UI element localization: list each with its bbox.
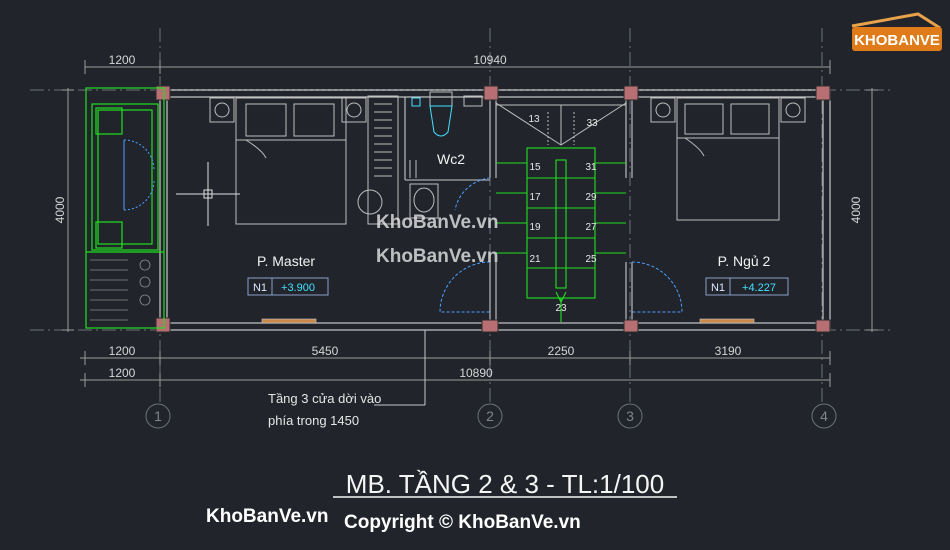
interior-walls bbox=[404, 97, 633, 323]
wardrobe bbox=[357, 95, 399, 225]
bed-2 bbox=[650, 97, 806, 221]
dim-left-height: 4000 bbox=[53, 196, 67, 223]
axis-grid-lines bbox=[30, 28, 890, 405]
watermark-bottom: KhoBanVe.vn bbox=[206, 506, 328, 527]
axis-label-2: 2 bbox=[486, 408, 494, 424]
logo-roof-icon bbox=[851, 12, 941, 30]
dim-bottom-seg2: 5450 bbox=[312, 344, 339, 358]
windows bbox=[261, 318, 755, 324]
axis-label-4: 4 bbox=[820, 408, 828, 424]
wc-fixtures bbox=[409, 91, 483, 219]
stair-step-31: 31 bbox=[585, 162, 597, 173]
copyright-text: Copyright © KhoBanVe.vn bbox=[344, 512, 581, 533]
balcony-doors bbox=[123, 139, 155, 211]
dim-bottom2-total: 10890 bbox=[459, 366, 493, 380]
watermark-1: KhoBanVe.vn bbox=[376, 212, 498, 233]
stair-step-15: 15 bbox=[529, 162, 541, 173]
watermark-2: KhoBanVe.vn bbox=[376, 246, 498, 267]
level-tag-bed2: N1 +4.227 bbox=[705, 277, 789, 296]
stair-step-23: 23 bbox=[555, 303, 567, 314]
planter-pattern bbox=[90, 259, 151, 321]
balcony-planter bbox=[85, 87, 165, 329]
dim-top-left: 1200 bbox=[109, 53, 136, 67]
level-tag-master-code: N1 bbox=[253, 282, 267, 294]
note-leader bbox=[374, 330, 426, 406]
khobanve-logo: KHOBANVE bbox=[851, 12, 942, 51]
note-line-2: phía trong 1450 bbox=[268, 413, 359, 428]
dim-right-height: 4000 bbox=[849, 196, 863, 223]
stair-step-33: 33 bbox=[586, 118, 598, 129]
dim-bottom-seg1: 1200 bbox=[109, 344, 136, 358]
stair-step-25: 25 bbox=[585, 254, 597, 265]
structural-columns bbox=[155, 85, 831, 333]
level-tag-bed2-code: N1 bbox=[711, 282, 725, 294]
axis-label-3: 3 bbox=[626, 408, 634, 424]
stair-step-27: 27 bbox=[585, 222, 597, 233]
axis-bubbles bbox=[145, 403, 837, 429]
dim-bottom-seg3: 2250 bbox=[548, 344, 575, 358]
stair-lines-grey bbox=[495, 102, 627, 146]
door-swings bbox=[439, 177, 683, 313]
stair-step-labels: 13 33 15 31 17 29 19 27 21 25 23 bbox=[528, 114, 598, 314]
axis-label-1: 1 bbox=[154, 408, 162, 424]
dim-bottom-seg4: 3190 bbox=[715, 344, 742, 358]
room-label-wc: Wc2 bbox=[437, 151, 465, 167]
dimension-sides bbox=[62, 88, 878, 332]
dim-top-total: 10940 bbox=[473, 53, 507, 67]
stair-step-29: 29 bbox=[585, 192, 597, 203]
logo-text: KHOBANVE bbox=[854, 32, 940, 49]
room-label-master: P. Master bbox=[257, 253, 315, 269]
dimension-top bbox=[84, 60, 831, 74]
dim-bottom2-left: 1200 bbox=[109, 366, 136, 380]
stair-step-21: 21 bbox=[529, 254, 541, 265]
level-tag-bed2-value: +4.227 bbox=[742, 282, 776, 294]
stair-treads bbox=[496, 147, 626, 322]
stair-step-13: 13 bbox=[528, 114, 540, 125]
stair-step-17: 17 bbox=[529, 192, 541, 203]
drawing-title: MB. TẦNG 2 & 3 - TL:1/100 bbox=[346, 469, 664, 499]
level-tag-master-value: +3.900 bbox=[281, 282, 315, 294]
crosshair-cursor bbox=[176, 162, 240, 226]
master-bed bbox=[209, 97, 367, 225]
room-label-bed2: P. Ngủ 2 bbox=[718, 253, 771, 269]
dimension-bottom bbox=[80, 351, 831, 387]
level-tag-master: N1 +3.900 bbox=[247, 277, 329, 296]
stair-step-19: 19 bbox=[529, 222, 541, 233]
note-line-1: Tầng 3 cửa dời vào bbox=[268, 391, 381, 406]
